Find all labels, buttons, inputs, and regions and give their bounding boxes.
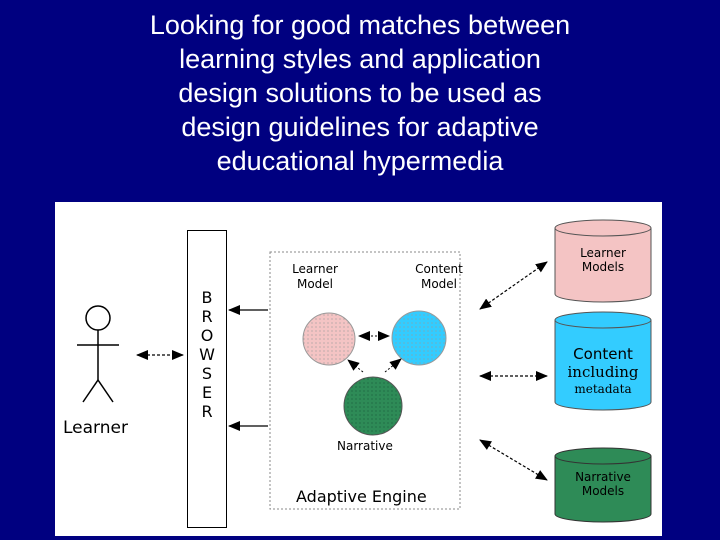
narrative-label: Narrative: [337, 439, 393, 453]
browser-letter: E: [201, 383, 213, 402]
narrative-models-label-line-2: Models: [581, 484, 625, 498]
learner-label: Learner: [63, 418, 128, 438]
adaptive-engine-label: Adaptive Engine: [296, 487, 427, 506]
narrative-learner-arrow: [347, 359, 364, 373]
title-line-1: Looking for good matches between: [149, 10, 571, 40]
browser-letter: W: [199, 345, 215, 364]
narrative-models-store: [554, 447, 652, 523]
content-model-label: Content Model: [407, 262, 471, 292]
learner-model-label-line-2: Model: [296, 277, 334, 291]
narrative-models-label-line-1: Narrative: [575, 470, 631, 484]
browser-letter: R: [201, 402, 213, 421]
learner-model-label-line-1: Learner: [292, 262, 338, 276]
content-model-label-line-2: Model: [420, 277, 458, 291]
learner-models-store: [554, 219, 652, 303]
browser-letter: S: [201, 364, 213, 383]
content-store-label-line-2: including: [567, 363, 639, 381]
content-store-label-line-1: Content: [573, 345, 633, 363]
narrative-content-arrow: [384, 358, 402, 373]
content-store-label: Content including metadata: [555, 345, 651, 397]
title-line-5: educational hypermedia: [216, 146, 504, 176]
browser-letter: O: [200, 326, 214, 345]
engine-learner-store-arrow: [479, 261, 548, 310]
title-line-4: design guidelines for adaptive: [181, 112, 539, 142]
learner-models-label: Learner Models: [563, 246, 643, 274]
architecture-diagram: Learner B R O W S E R Learner Model Cont…: [55, 202, 662, 536]
learner-models-label-line-1: Learner: [580, 246, 626, 260]
browser-box: B R O W S E R: [187, 230, 227, 528]
learner-models-label-line-2: Models: [581, 260, 625, 274]
engine-narrative-store-arrow: [479, 439, 548, 481]
content-model-label-line-1: Content: [415, 262, 463, 276]
narrative-models-label: Narrative Models: [563, 470, 643, 498]
browser-letter: B: [201, 288, 213, 307]
title-line-3: design solutions to be used as: [178, 78, 542, 108]
content-store-label-line-3: metadata: [574, 382, 632, 396]
browser-letter: R: [201, 307, 213, 326]
diagram-graphics: [77, 219, 652, 523]
slide-title: Looking for good matches between learnin…: [40, 8, 680, 178]
content-store: [554, 311, 652, 411]
learner-figure-icon: [77, 305, 119, 403]
title-line-2: learning styles and application: [179, 44, 541, 74]
learner-model-label: Learner Model: [283, 262, 347, 292]
